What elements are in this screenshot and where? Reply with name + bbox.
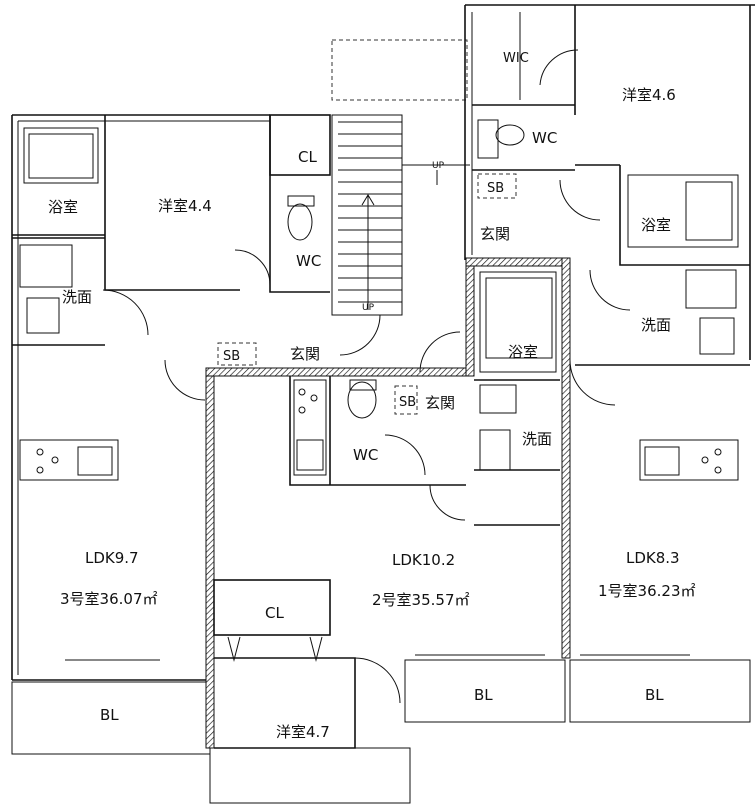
- label-w1-wic: WIC: [503, 51, 529, 66]
- label-w1-sb: SB: [487, 181, 504, 196]
- toilet: [477, 119, 499, 159]
- label-w3-unit: 3号室36.07㎡: [60, 590, 158, 608]
- toilet: [287, 203, 313, 241]
- wash-basin: [479, 384, 517, 414]
- bathtub: [479, 271, 557, 373]
- label-w1-bath: 浴室: [641, 216, 671, 234]
- label-w1-unit: 1号室36.23㎡: [598, 582, 696, 600]
- label-w2-entry: 玄関: [425, 394, 455, 412]
- label-w3-cl: CL: [298, 148, 317, 166]
- balcony-2: [404, 659, 566, 723]
- label-w3-entry: 玄関: [290, 345, 320, 363]
- kitchen-counter: [639, 439, 739, 481]
- label-w3-bl: BL: [100, 706, 119, 724]
- label-w2-western: 洋室4.7: [276, 723, 330, 741]
- label-w2-bath: 浴室: [508, 343, 538, 361]
- label-w3-wc: WC: [296, 252, 321, 270]
- label-w2-wc: WC: [353, 446, 378, 464]
- label-w3-sb: SB: [223, 349, 240, 364]
- room-labels: 浴室 洋室4.4 CL WC 洗面 SB 玄関 LDK9.7 3号室36.07㎡…: [48, 51, 696, 741]
- label-w3-ldk: LDK9.7: [85, 549, 139, 567]
- label-w1-western: 洋室4.6: [622, 86, 676, 104]
- label-w1-wc: WC: [532, 129, 557, 147]
- unit-1: [464, 4, 755, 723]
- unit-2: [205, 257, 571, 804]
- label-w2-sb: SB: [399, 395, 416, 410]
- label-w1-wash: 洗面: [641, 316, 671, 334]
- label-stair-up-bottom: UP: [362, 303, 375, 313]
- label-w3-western: 洋室4.4: [158, 197, 212, 215]
- label-w2-cl: CL: [265, 604, 284, 622]
- bathtub: [23, 127, 99, 184]
- balcony-1: [569, 659, 751, 723]
- label-w3-bath: 浴室: [48, 198, 78, 216]
- label-w3-wash: 洗面: [62, 288, 92, 306]
- shoe-box: [217, 342, 257, 366]
- wash-basin: [685, 269, 737, 309]
- kitchen-counter: [19, 439, 119, 481]
- shoe-box: [477, 173, 517, 199]
- label-stair-up-top: UP: [432, 161, 445, 171]
- label-w2-wash: 洗面: [522, 430, 552, 448]
- unit-3: [11, 114, 331, 755]
- shoe-box: [394, 385, 418, 415]
- label-w1-entry: 玄関: [480, 225, 510, 243]
- stairs: [331, 39, 470, 316]
- label-w1-bl: BL: [645, 686, 664, 704]
- toilet: [347, 381, 377, 419]
- kitchen-counter: [293, 379, 327, 476]
- label-w2-ldk: LDK10.2: [392, 551, 455, 569]
- label-w1-ldk: LDK8.3: [626, 549, 680, 567]
- label-w2-bl: BL: [474, 686, 493, 704]
- label-w2-unit: 2号室35.57㎡: [372, 591, 470, 609]
- bathtub: [627, 174, 739, 248]
- wash-basin: [19, 244, 73, 288]
